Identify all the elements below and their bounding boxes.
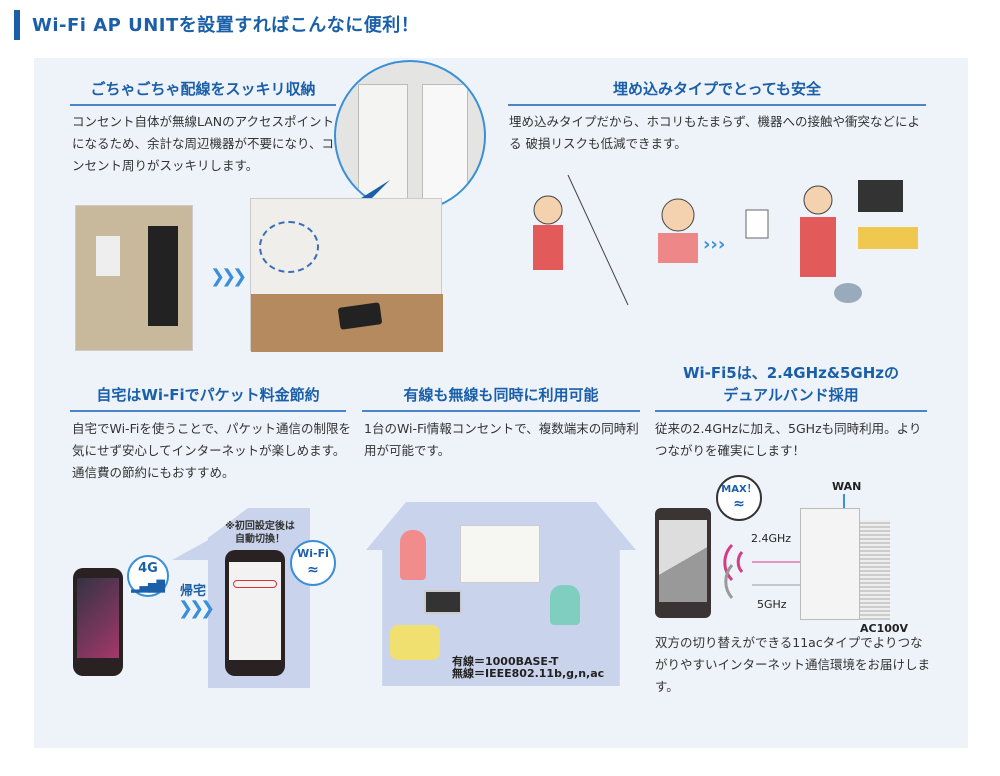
chevron-right-icon: ❯❯❯ (210, 266, 247, 287)
outlet-closeup-image (334, 60, 486, 212)
tv-image (424, 590, 462, 614)
max-label: MAX！ (721, 484, 757, 495)
clean-outlet-photo (250, 198, 443, 352)
section-text-wiring: コンセント自体が無線LANのアクセスポイントになるため、余計な周辺機器が不要にな… (72, 114, 335, 173)
svg-text:›››: ››› (703, 234, 725, 255)
wifi-icon: ≈ (307, 562, 319, 578)
wireless-spec: 無線＝IEEE802.11b,g,n,ac (452, 667, 605, 680)
wan-cable (843, 494, 845, 508)
wired-spec: 有線＝1000BASE-T (452, 655, 559, 668)
section-heading-wired-wireless: 有線も無線も同時に利用可能 (362, 384, 640, 412)
section-text-packet-saving: 自宅でWi-Fiを使うことで、パケット通信の制限を 気にせず安心してインターネッ… (72, 421, 351, 480)
signal-bars-icon: ▂▄▆█ (131, 580, 165, 593)
dual-band-waves-icon (723, 543, 800, 599)
phone-4g-image (73, 568, 123, 676)
band-5ghz-label: 5GHz (757, 598, 787, 611)
wifi-icon: ≈ (733, 496, 745, 512)
ap-unit-back (860, 520, 890, 620)
wifi-label: Wi-Fi (297, 547, 329, 560)
home-arrival-label: 帰宅 (180, 584, 207, 599)
title-accent-bar (14, 10, 20, 40)
4g-label: 4G (138, 561, 158, 576)
wan-label: WAN (832, 480, 862, 493)
page-title: Wi-Fi AP UNITを設置すればこんなに便利！ (32, 15, 420, 36)
man-laptop-figure (550, 585, 580, 625)
wifi-outlet-image (460, 525, 540, 583)
ap-unit-image (800, 508, 860, 620)
band-24ghz-label: 2.4GHz (751, 532, 792, 545)
woman-tablet-figure (400, 530, 426, 580)
wifi-bubble: Wi-Fi ≈ (290, 540, 336, 586)
cluttered-wiring-photo (75, 205, 193, 351)
section-heading-packet-saving: 自宅はWi-Fiでパケット料金節約 (70, 384, 346, 412)
section-text-safety: 埋め込みタイプだから、ホコリもたまらず、機器への接触や衝突などによる 破損リスク… (509, 114, 921, 151)
section-text-wired-wireless: 1台のWi-Fi情報コンセントで、複数端末の同時利用が可能です。 (364, 421, 639, 458)
smartphone-image (655, 508, 711, 618)
section-heading-dual-band: Wi-Fi5は、2.4GHz&5GHzのデュアルバンド採用 (655, 362, 927, 412)
section-heading-wiring: ごちゃごちゃ配線をスッキリ収納 (70, 78, 336, 106)
section-text-dual-band: 従来の2.4GHzに加え、5GHzも同時利用。よりつながりを確実にします！ (655, 421, 922, 458)
section-heading-safety: 埋め込みタイプでとっても安全 (508, 78, 926, 106)
sofa-figure (390, 625, 440, 660)
max-signal-bubble: MAX！≈ (716, 475, 762, 521)
section-text-11ac: 双方の切り替えができる11acタイプでよりつながりやすいインターネット通信環境を… (655, 635, 931, 694)
4g-signal-bubble: 4G ▂▄▆█ (127, 555, 169, 597)
ac100v-label: AC100V (860, 622, 909, 635)
auto-switch-note: ※初回設定後は自動切換！ (225, 521, 295, 545)
phone-wifi-image (225, 550, 285, 676)
cleaning-safety-illustration: ››› (533, 174, 918, 306)
chevron-right-icon: ❯❯❯ (178, 598, 215, 619)
